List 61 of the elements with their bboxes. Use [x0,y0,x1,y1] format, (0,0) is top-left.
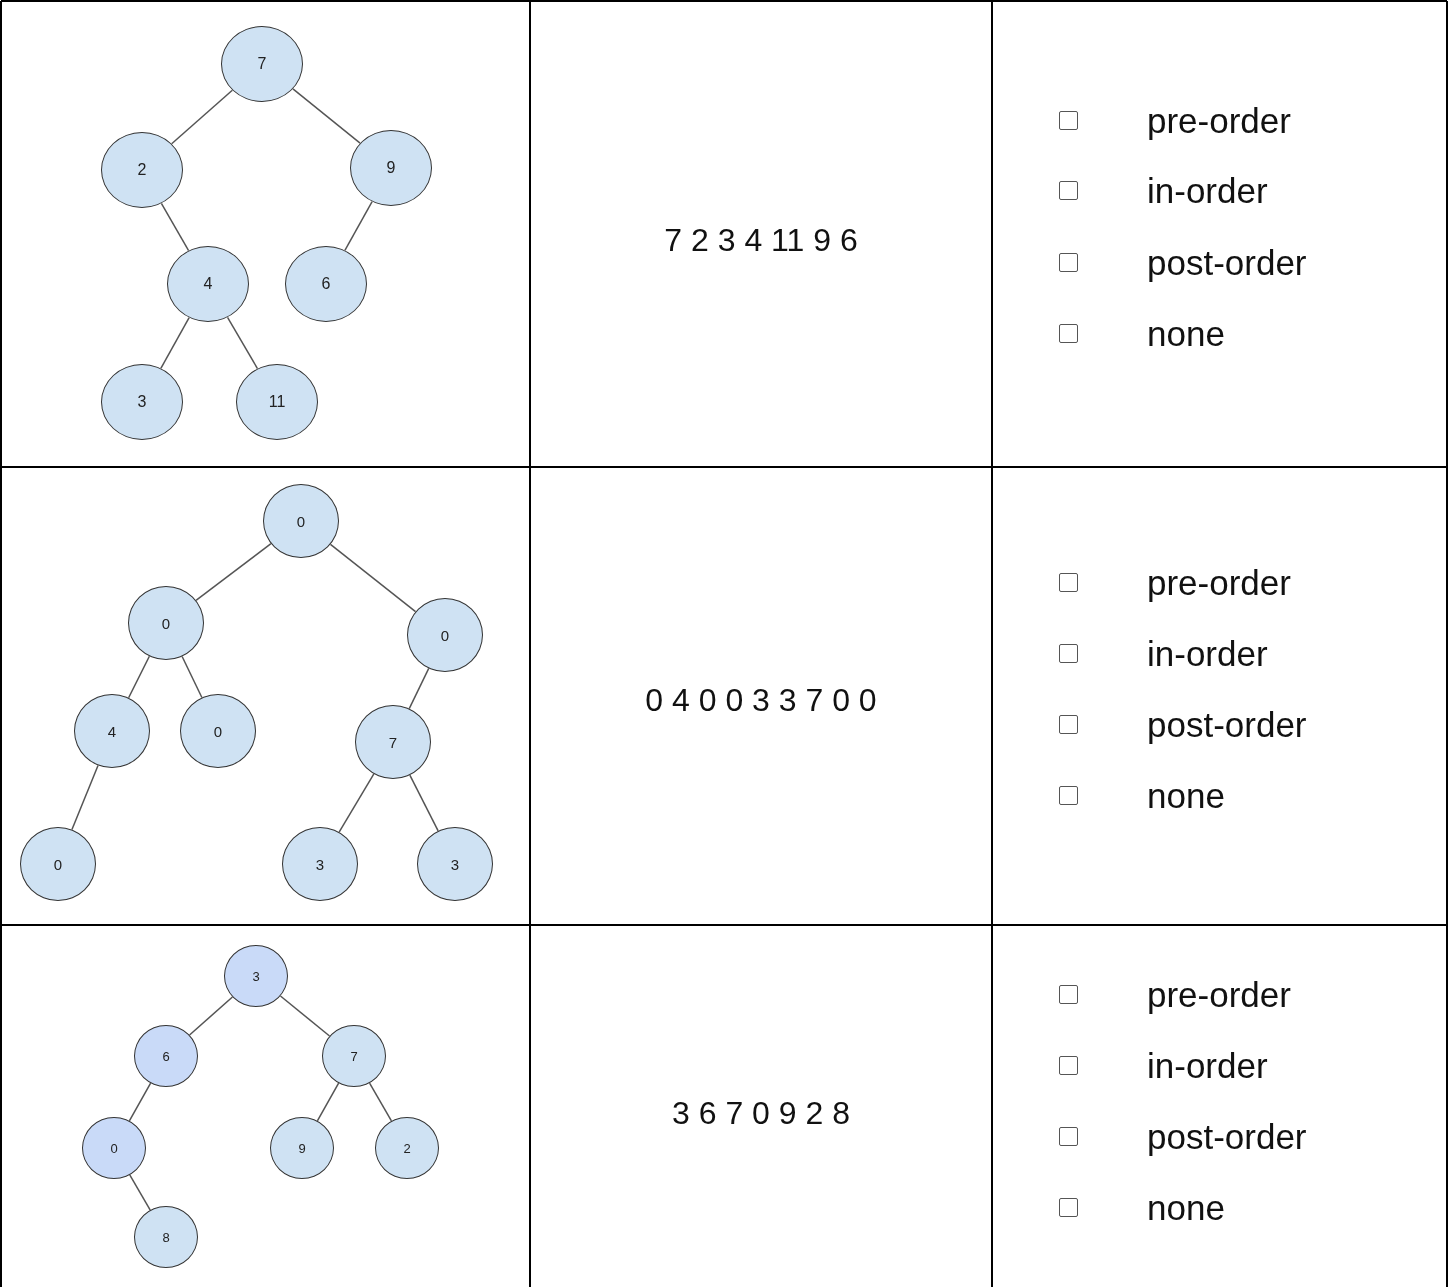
node-value: 3 [137,393,147,411]
node-value: 0 [110,1140,118,1156]
option-label: pre-order [1147,563,1291,603]
tree-edge [129,1174,151,1211]
node-value: 7 [350,1048,358,1064]
node-value: 7 [388,733,398,751]
traversal-sequence: 0 4 0 0 3 3 7 0 0 [645,682,877,719]
tree-node [134,1025,198,1087]
tree-node [224,945,288,1007]
option-label: post-order [1147,1117,1307,1157]
node-value: 6 [162,1048,170,1064]
node-value: 3 [252,968,260,984]
tree-edge [344,200,373,252]
tree-edge [292,88,361,144]
tree-edge [188,996,234,1036]
node-value: 11 [268,393,286,411]
node-value: 2 [403,1140,411,1156]
option-label: post-order [1147,243,1307,283]
node-value: 9 [298,1140,306,1156]
node-value: 0 [296,512,306,530]
option-label: none [1147,314,1225,354]
tree-edge [408,667,430,710]
tree-edge [160,317,190,369]
option-label: pre-order [1147,975,1291,1015]
option-label: post-order [1147,705,1307,745]
traversal-sequence: 7 2 3 4 11 9 6 [664,222,858,259]
node-value: 6 [321,275,331,293]
tree-edge [71,764,99,831]
traversal-sequence: 3 6 7 0 9 2 8 [672,1095,850,1132]
tree-edge [170,89,234,145]
tree-edge [409,774,439,832]
node-value: 0 [213,722,223,740]
tree-edge [127,655,151,699]
tree-edge [329,543,417,613]
node-value: 3 [450,855,460,873]
node-value: 0 [53,855,63,873]
node-value: 0 [161,614,171,632]
tree-edge [368,1082,393,1122]
option-label: in-order [1147,634,1268,674]
node-value: 7 [257,55,267,73]
tree-edge [316,1082,340,1122]
tree-edge [128,1082,152,1122]
option-label: in-order [1147,171,1268,211]
option-label: none [1147,1188,1225,1228]
option-label: none [1147,776,1225,816]
tree-edge [226,316,259,370]
tree-node [322,1025,386,1087]
node-value: 4 [203,275,213,293]
node-value: 3 [315,855,325,873]
node-value: 2 [137,161,147,179]
node-value: 8 [162,1229,170,1245]
node-value: 9 [386,159,396,177]
tree-edge [195,542,272,602]
option-label: pre-order [1147,101,1291,141]
node-value: 4 [107,722,117,740]
node-value: 0 [440,626,450,644]
tree-edge [160,202,190,252]
option-label: in-order [1147,1046,1268,1086]
tree-edge [279,995,331,1037]
tree-edge [338,773,375,833]
tree-edge [181,655,203,699]
